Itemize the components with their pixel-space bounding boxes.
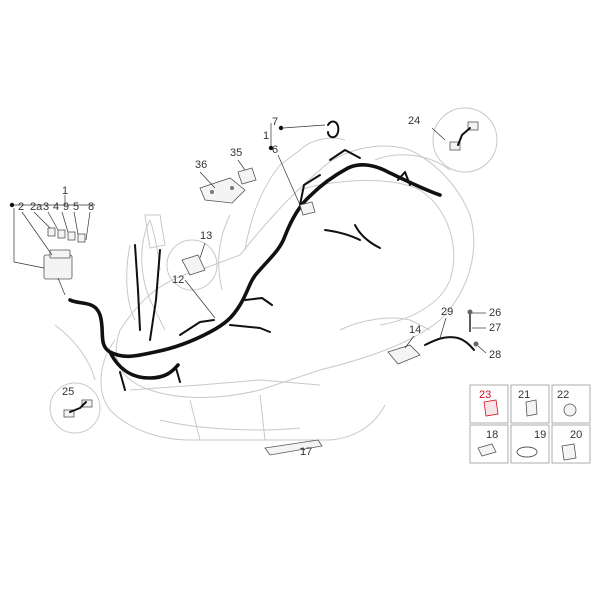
label-24: 24 <box>408 115 420 127</box>
label-27: 27 <box>489 322 501 334</box>
label-13: 13 <box>200 230 212 242</box>
label-29: 29 <box>441 306 453 318</box>
label-36: 36 <box>195 159 207 171</box>
label-25: 25 <box>62 386 74 398</box>
label-3: 3 <box>43 201 49 213</box>
bolt-parts-26-27-28 <box>467 309 487 354</box>
callout-dot <box>9 202 15 208</box>
cable-part-29 <box>424 317 475 351</box>
label-19: 19 <box>534 429 546 441</box>
connector-part-24 <box>431 107 498 173</box>
label-14: 14 <box>409 324 421 336</box>
detail-circle-25 <box>49 382 101 434</box>
label-2: 2 <box>18 201 24 213</box>
label-1-mid: 1 <box>263 130 269 142</box>
accessory-parts-grid: 23 21 22 18 19 20 <box>469 384 591 464</box>
part-22-icon <box>563 403 577 417</box>
label-22: 22 <box>557 389 569 401</box>
label-18: 18 <box>486 429 498 441</box>
label-8: 8 <box>88 201 94 213</box>
label-23: 23 <box>479 389 491 401</box>
leader-lines <box>13 123 326 451</box>
pad-part-14 <box>387 335 421 365</box>
bracket-part-36 <box>199 177 246 204</box>
label-9: 9 <box>63 201 69 213</box>
callout-dot <box>268 145 274 151</box>
part-21-icon <box>525 399 538 417</box>
label-21: 21 <box>518 389 530 401</box>
box-part-23[interactable] <box>469 384 509 424</box>
label-6: 6 <box>272 144 278 156</box>
label-20: 20 <box>570 429 582 441</box>
box-part-18[interactable] <box>469 424 509 464</box>
clip-part-35 <box>237 167 257 185</box>
part-23-icon <box>483 399 499 417</box>
label-5: 5 <box>73 201 79 213</box>
cable-part-7 <box>327 120 340 139</box>
callout-dot <box>278 125 284 131</box>
label-35: 35 <box>230 147 242 159</box>
label-28: 28 <box>489 349 501 361</box>
label-2a: 2a <box>30 201 43 213</box>
label-4: 4 <box>53 201 59 213</box>
part-20-icon <box>561 443 577 461</box>
connector-part-6 <box>299 201 316 216</box>
detail-circle-13 <box>166 239 218 291</box>
label-26: 26 <box>489 307 501 319</box>
part-18-icon <box>477 443 497 457</box>
label-12: 12 <box>172 274 184 286</box>
part-19-icon <box>516 446 538 458</box>
plate-part-17 <box>264 439 323 456</box>
main-wiring-harness <box>68 149 442 391</box>
label-7: 7 <box>272 116 278 128</box>
label-1-top: 1 <box>62 185 68 197</box>
fuse-box-assembly <box>43 227 86 296</box>
label-17: 17 <box>300 446 312 458</box>
